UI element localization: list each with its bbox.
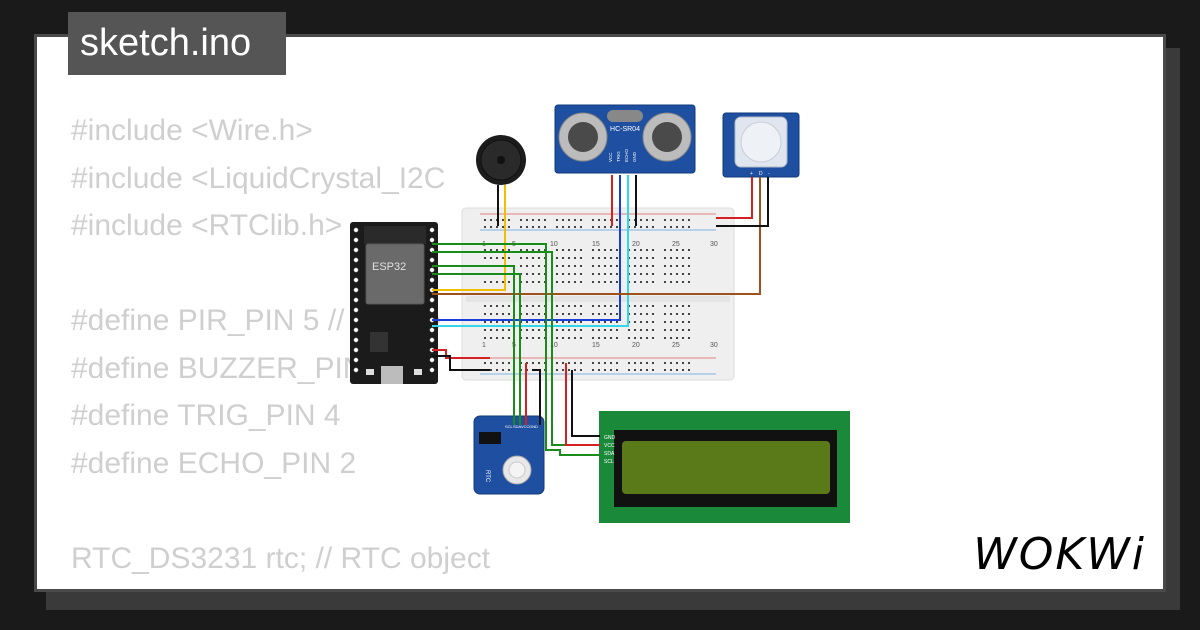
ultrasonic-label: HC-SR04 bbox=[610, 126, 640, 133]
rtc-module[interactable]: RTC SCL SDA VCC GND bbox=[473, 415, 545, 495]
code-line: #include <LiquidCrystal_I2C bbox=[71, 161, 446, 195]
breadboard-col-label: 15 bbox=[592, 342, 600, 349]
lcd-pin-label: GND bbox=[604, 435, 616, 441]
code-line: #define TRIG_PIN 4 bbox=[71, 399, 341, 432]
breadboard-col-label: 20 bbox=[632, 241, 640, 248]
rtc-label: RTC bbox=[484, 470, 490, 483]
ultrasonic-pin-label: TRIG bbox=[616, 151, 621, 162]
lcd-display[interactable]: GND VCC SDA SCL bbox=[599, 411, 850, 523]
wokwi-logo: WOKWi bbox=[973, 529, 1146, 580]
breadboard-col-label: 30 bbox=[710, 342, 718, 349]
rtc-pin-label: SCL bbox=[505, 424, 514, 429]
code-line: #include <Wire.h> bbox=[71, 114, 313, 147]
pir-sensor[interactable]: + D - bbox=[722, 112, 800, 178]
code-line: #define BUZZER_PIN bbox=[71, 351, 365, 385]
breadboard-col-label: 25 bbox=[672, 342, 680, 349]
file-tab-title: sketch.ino bbox=[68, 12, 286, 75]
rtc-pin-label: GND bbox=[529, 424, 538, 429]
breadboard-col-label: 15 bbox=[592, 241, 600, 248]
esp32-board[interactable]: ESP32 bbox=[350, 222, 438, 384]
breadboard-col-label: 20 bbox=[632, 342, 640, 349]
lcd-pin-label: SCL bbox=[604, 459, 614, 465]
breadboard-col-label: 1 bbox=[482, 342, 486, 349]
breadboard-col-label: 30 bbox=[710, 241, 718, 248]
ultrasonic-pin-label: ECHO bbox=[624, 148, 629, 162]
lcd-pin-label: VCC bbox=[604, 443, 615, 449]
breadboard-col-label: 10 bbox=[550, 342, 558, 349]
rtc-pin-label: VCC bbox=[521, 424, 530, 429]
code-line: #define ECHO_PIN 2 bbox=[71, 446, 357, 480]
ultrasonic-pin-label: VCC bbox=[608, 152, 613, 162]
esp32-label: ESP32 bbox=[372, 261, 406, 273]
ultrasonic-pin-label: GND bbox=[632, 151, 637, 162]
pir-pin-label: D bbox=[759, 171, 763, 177]
rtc-pin-label: SDA bbox=[513, 424, 522, 429]
code-preview: #include <Wire.h> #include <LiquidCrysta… bbox=[71, 107, 713, 589]
wires bbox=[432, 175, 769, 456]
pir-pin-label: - bbox=[768, 171, 770, 177]
pir-pin-label: + bbox=[750, 171, 753, 177]
breadboard-col-label: 10 bbox=[550, 241, 558, 248]
code-line: #include <RTClib.h> bbox=[71, 209, 343, 242]
code-line: RTC_DS3231 rtc; // RTC object bbox=[71, 541, 491, 575]
buzzer[interactable] bbox=[476, 135, 526, 185]
breadboard-col-label: 25 bbox=[672, 241, 680, 248]
ultrasonic-sensor[interactable]: HC-SR04 VCC TRIG ECHO GND bbox=[554, 104, 696, 174]
lcd-pin-label: SDA bbox=[604, 451, 615, 457]
